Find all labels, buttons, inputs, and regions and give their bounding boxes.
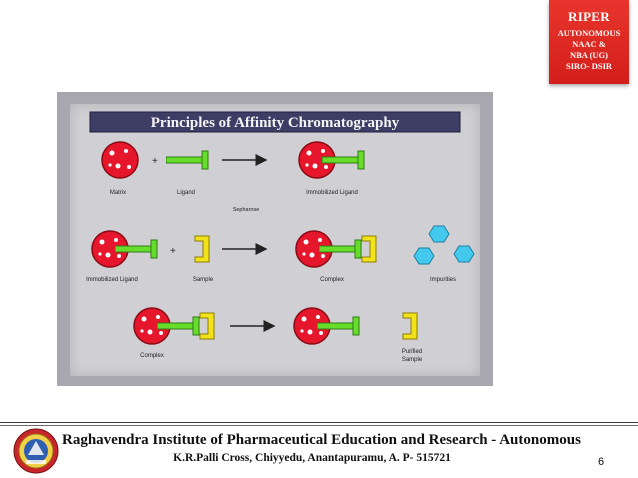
badge-line-autonomous: AUTONOMOUS xyxy=(557,28,621,38)
label-immobilized-ligand-2: Immobilized Ligand xyxy=(86,277,138,283)
plus-sign-1: + xyxy=(152,156,158,167)
badge-line-nba: NBA (UG) xyxy=(569,50,608,60)
label-immobilized-ligand-1: Immobilized Ligand xyxy=(306,190,358,196)
affinity-diagram-svg: Principles of Affinity Chromatography + … xyxy=(86,111,475,363)
plus-sign-2: + xyxy=(170,246,176,257)
label-impurities: Impurities xyxy=(430,277,456,283)
purified-sample xyxy=(402,312,418,340)
impurity-3 xyxy=(453,245,475,263)
diagram-panel: Principles of Affinity Chromatography + … xyxy=(57,92,493,386)
institute-name: Raghavendra Institute of Pharmaceutical … xyxy=(62,432,581,448)
impurity-1 xyxy=(428,225,450,243)
footer-divider-bottom xyxy=(0,425,638,426)
institute-address: K.R.Palli Cross, Chiyyedu, Anantapuramu,… xyxy=(173,452,451,464)
label-purified-sample: Sample xyxy=(402,357,423,363)
institute-logo xyxy=(13,428,59,474)
figure-title-bar xyxy=(89,111,461,133)
label-complex-2: Complex xyxy=(140,353,164,359)
label-matrix: Matrix xyxy=(110,190,126,196)
sample-3 xyxy=(199,312,215,340)
footer-divider-top xyxy=(0,422,638,423)
riper-badge: RIPER AUTONOMOUS NAAC & NBA (UG) SIRO- D… xyxy=(549,0,629,84)
badge-line-naac: NAAC & xyxy=(572,39,606,49)
page-number: 6 xyxy=(598,456,605,468)
label-sample: Sample xyxy=(193,277,214,283)
figure-title: Principles of Affinity Chromatography xyxy=(151,115,400,131)
label-sepharose: Sepharose xyxy=(233,207,260,213)
matrix-bead-1 xyxy=(101,141,139,179)
label-complex-1: Complex xyxy=(320,277,344,283)
label-purified: Purified xyxy=(402,349,422,355)
badge-title: RIPER xyxy=(568,9,610,24)
label-ligand: Ligand xyxy=(177,190,195,196)
diagram-image: Principles of Affinity Chromatography + … xyxy=(70,104,480,376)
badge-line-siro: SIRO- DSIR xyxy=(565,61,613,71)
ligand-1 xyxy=(166,150,209,170)
sample-1 xyxy=(194,235,210,263)
sample-2 xyxy=(361,235,377,263)
impurity-2 xyxy=(413,247,435,265)
